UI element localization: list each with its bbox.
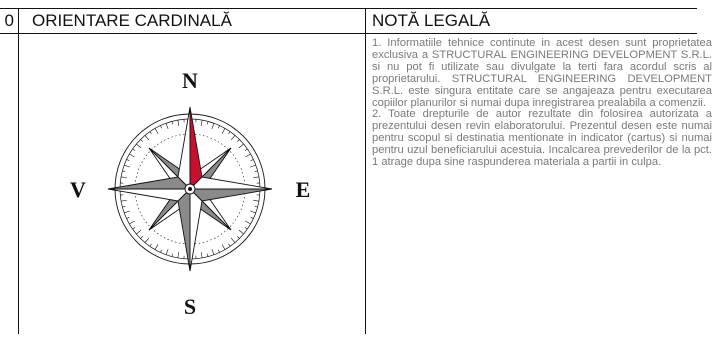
stub-header-cell: 0 <box>0 8 18 34</box>
compass-tick <box>121 177 127 178</box>
legal-note-2: 2. Toate drepturile de autor rezultate d… <box>372 109 712 169</box>
compass-tick <box>129 154 134 157</box>
column-divider-right <box>365 34 366 334</box>
compass-tick <box>129 221 134 224</box>
compass-tick <box>245 221 250 224</box>
compass-tick <box>122 171 125 172</box>
compass-tick <box>136 230 141 234</box>
north-label: N <box>182 68 198 93</box>
legal-header-cell: NOTĂ LEGALĂ <box>365 8 697 34</box>
compass-tick <box>178 120 179 126</box>
compass-tick <box>245 227 247 229</box>
compass-tick <box>237 140 239 142</box>
compass-tick <box>150 132 152 134</box>
compass-tick <box>133 149 135 151</box>
compass-tick <box>212 123 214 129</box>
compass-rose-icon: N S E V <box>18 34 365 334</box>
compass-tick <box>136 144 141 148</box>
compass-tick <box>228 244 230 246</box>
stub-header-label: 0 <box>5 9 14 33</box>
compass-tick <box>155 244 158 249</box>
compass-tick <box>245 154 250 157</box>
compass-tick <box>141 236 143 238</box>
compass-hub-dot <box>188 187 192 191</box>
compass-tick <box>172 254 173 257</box>
compass-tick <box>166 123 168 129</box>
title-block: 0 ORIENTARE CARDINALĂ NOTĂ LEGALĂ <box>0 0 697 334</box>
compass-tick <box>222 128 225 133</box>
legal-note-1: 1. Informatiile tehnice continute in ace… <box>372 38 712 109</box>
compass-header-cell: ORIENTARE CARDINALĂ <box>18 8 365 34</box>
compass-tick <box>250 165 256 167</box>
compass-tick <box>253 177 259 178</box>
compass-tick <box>141 140 143 142</box>
legal-title: NOTĂ LEGALĂ <box>372 11 490 30</box>
compass-tick <box>218 250 219 253</box>
compass-tick <box>121 200 127 201</box>
compass-tick <box>124 211 130 213</box>
compass-tick <box>201 252 202 258</box>
east-label: E <box>296 177 311 202</box>
south-label: S <box>184 294 196 319</box>
compass-tick <box>150 244 152 246</box>
compass-tick <box>127 217 130 218</box>
compass-tick <box>122 206 125 207</box>
compass-tick <box>251 217 254 218</box>
compass-cell: N S E V <box>18 34 365 334</box>
compass-tick <box>251 159 254 160</box>
compass-tick <box>145 135 149 140</box>
stub-body-cell <box>0 34 18 334</box>
west-label: V <box>70 177 86 202</box>
compass-tick <box>231 135 235 140</box>
compass-tick <box>172 121 173 124</box>
compass-tick <box>239 144 244 148</box>
compass-tick <box>160 126 161 129</box>
compass-tick <box>166 249 168 255</box>
compass-tick <box>228 132 230 134</box>
compass-tick <box>145 238 149 243</box>
compass-tick <box>178 252 179 258</box>
compass-tick <box>237 236 239 238</box>
compass-tick <box>255 171 258 172</box>
compass-tick <box>155 128 158 133</box>
compass-tick <box>127 159 130 160</box>
compass-tick <box>133 227 135 229</box>
compass-tick <box>218 126 219 129</box>
compass-tick <box>124 165 130 167</box>
compass-tick <box>207 121 208 124</box>
legal-notes: 1. Informatiile tehnice continute in ace… <box>372 38 712 334</box>
compass-tick <box>245 149 247 151</box>
compass-tick <box>231 238 235 243</box>
compass-tick <box>255 206 258 207</box>
compass-tick <box>212 249 214 255</box>
compass-tick <box>253 200 259 201</box>
compass-tick <box>201 120 202 126</box>
compass-tick <box>250 211 256 213</box>
compass-tick <box>222 244 225 249</box>
compass-title: ORIENTARE CARDINALĂ <box>32 11 232 30</box>
compass-tick <box>239 230 244 234</box>
compass-tick <box>207 254 208 257</box>
compass-tick <box>160 250 161 253</box>
